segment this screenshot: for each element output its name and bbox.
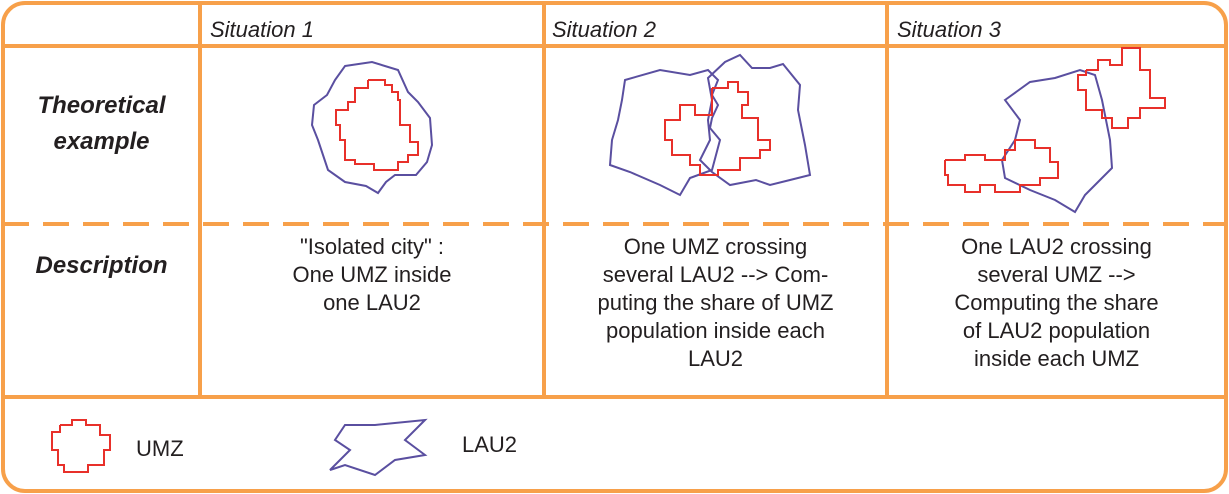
desc-3-line: Computing the share xyxy=(954,290,1159,315)
legend-lau2-label: LAU2 xyxy=(462,432,518,457)
umz-polygon xyxy=(335,79,419,171)
desc-3-line: several UMZ --> xyxy=(977,262,1136,287)
desc-2-line: puting the share of UMZ xyxy=(597,290,834,315)
header-situation-1: Situation 1 xyxy=(210,17,314,42)
lau2-legend-icon xyxy=(329,418,428,477)
header-situation-3: Situation 3 xyxy=(897,17,1001,42)
desc-1-line: one LAU2 xyxy=(323,290,421,315)
desc-2-line: One UMZ crossing xyxy=(623,234,808,259)
situation-1-example xyxy=(310,60,434,195)
desc-2-line: LAU2 xyxy=(687,346,744,371)
row-label-theoretical-line1: Theoretical xyxy=(37,92,166,119)
desc-3-line: of LAU2 population xyxy=(962,318,1151,343)
situation-3-example xyxy=(944,47,1166,214)
description-situation-2: One UMZ crossing several LAU2 --> Com- p… xyxy=(544,233,887,373)
lau2-polygon-right xyxy=(698,53,812,187)
desc-2-line: population inside each xyxy=(606,318,825,343)
description-situation-1: "Isolated city" : One UMZ inside one LAU… xyxy=(200,233,544,317)
desc-1-line: "Isolated city" : xyxy=(299,234,444,259)
situation-2-example xyxy=(608,53,812,197)
row-label-theoretical-example: Theoretical example xyxy=(3,88,200,160)
row-label-description: Description xyxy=(35,252,168,279)
lau2-polygon xyxy=(310,60,434,195)
row-label-theoretical-line2: example xyxy=(53,128,150,155)
desc-2-line: several LAU2 --> Com- xyxy=(602,262,829,287)
desc-3-line: inside each UMZ xyxy=(973,346,1140,371)
umz-polygon-lower xyxy=(944,139,1059,193)
header-situation-2: Situation 2 xyxy=(552,17,656,42)
description-situation-3: One LAU2 crossing several UMZ --> Comput… xyxy=(887,233,1226,373)
lau2-polygon-left xyxy=(608,68,722,197)
legend-umz-label: UMZ xyxy=(136,436,184,461)
desc-1-line: One UMZ inside xyxy=(292,262,452,287)
umz-polygon xyxy=(664,81,771,176)
umz-polygon-upper xyxy=(1077,47,1166,129)
umz-legend-icon xyxy=(51,419,111,473)
desc-3-line: One LAU2 crossing xyxy=(961,234,1152,259)
